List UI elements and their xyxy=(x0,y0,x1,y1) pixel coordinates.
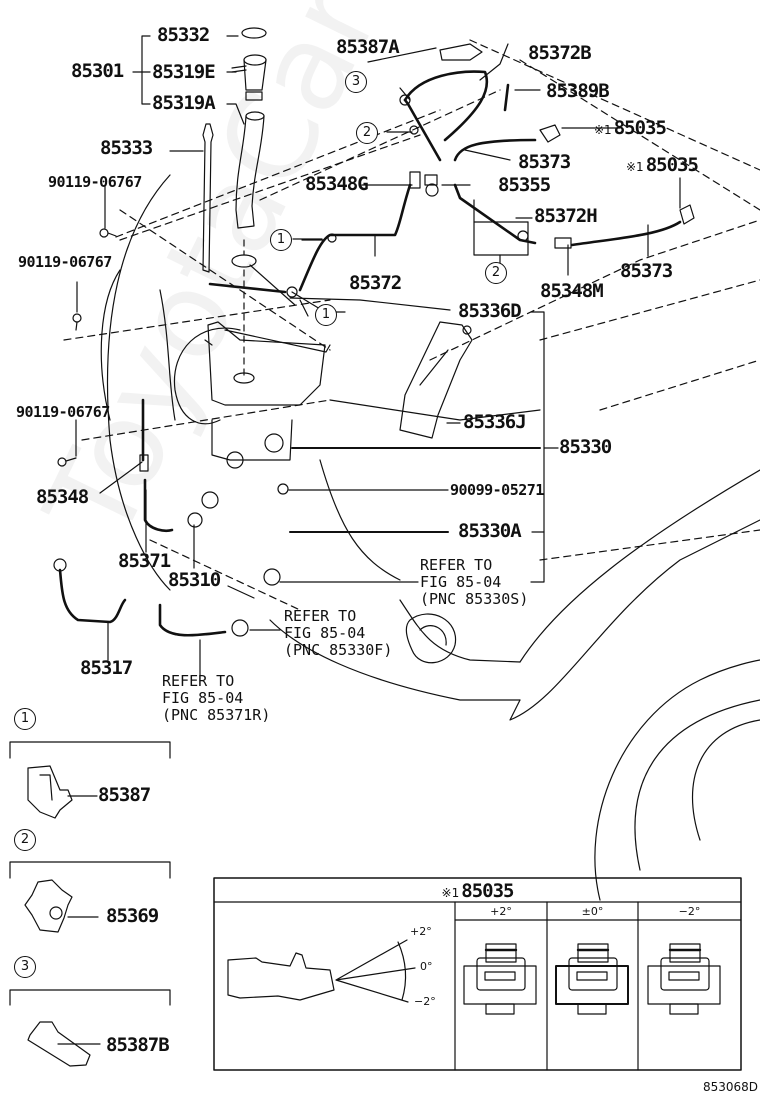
label-85301: 85301 xyxy=(71,60,124,82)
label-85336j: 85336J xyxy=(463,411,527,433)
note-mark: ※1 xyxy=(594,123,612,137)
label-85369: 85369 xyxy=(106,905,159,927)
angle-label-zero: 0° xyxy=(420,960,433,973)
callout-2-legend: 2 xyxy=(14,829,36,851)
figure-code: 853068D xyxy=(702,1080,758,1094)
connector-views xyxy=(463,943,721,1015)
callout-2-top: 2 xyxy=(356,122,378,144)
label-85372b: 85372B xyxy=(528,42,592,64)
nozzle-sketch xyxy=(227,939,416,1003)
note-mark: ※1 xyxy=(441,886,460,900)
ref-line: REFER TO xyxy=(420,556,493,574)
inset-column-minus2: −2° xyxy=(678,905,701,918)
reservoir-85330-shape xyxy=(204,321,331,469)
reference-note-85330f: REFER TO FIG 85-04 (PNC 85330F) xyxy=(284,608,392,659)
clip-85369-shape xyxy=(24,879,99,933)
label-85373-a: 85373 xyxy=(518,151,571,173)
body-outline xyxy=(100,174,760,901)
ref-line: (PNC 85330S) xyxy=(420,590,529,608)
label-85387: 85387 xyxy=(98,784,151,806)
label-85348: 85348 xyxy=(36,486,89,508)
ref-line: (PNC 85371R) xyxy=(162,706,271,724)
ref-line: REFER TO xyxy=(284,607,357,625)
label-85035-a-text: 85035 xyxy=(613,117,667,139)
label-bolt-90119-06767-b: 90119-06767 xyxy=(18,253,112,271)
reference-note-85330s: REFER TO FIG 85-04 (PNC 85330S) xyxy=(420,557,528,608)
label-85035-b-text: 85035 xyxy=(645,154,699,176)
ref-line: FIG 85-04 xyxy=(284,624,366,642)
reference-note-85371r: REFER TO FIG 85-04 (PNC 85371R) xyxy=(162,673,270,724)
callout-2-b: 2 xyxy=(485,262,507,284)
inset-title-text: 85035 xyxy=(461,880,514,902)
callout-3-top: 3 xyxy=(345,71,367,93)
label-85387b: 85387B xyxy=(106,1034,170,1056)
ref-line: (PNC 85330F) xyxy=(284,641,393,659)
ref-line: FIG 85-04 xyxy=(162,689,244,707)
label-85373-b: 85373 xyxy=(620,260,673,282)
duct-85336j-shape xyxy=(399,321,473,439)
label-85319e: 85319E xyxy=(152,61,216,83)
label-85310: 85310 xyxy=(168,569,221,591)
label-bolt-90119-06767-c: 90119-06767 xyxy=(16,403,110,421)
leader-lines xyxy=(99,43,681,676)
label-85333: 85333 xyxy=(100,137,153,159)
label-85332: 85332 xyxy=(157,24,210,46)
ref-line: FIG 85-04 xyxy=(420,573,502,591)
inset-column-plus2: +2° xyxy=(490,905,512,918)
label-85389b: 85389B xyxy=(546,80,610,102)
label-85319a: 85319A xyxy=(152,92,216,114)
angle-label-plus2: +2° xyxy=(410,925,432,938)
clip-85387-shape xyxy=(27,765,98,819)
inset-column-zero: ±0° xyxy=(581,905,604,918)
label-85372h: 85372H xyxy=(534,205,598,227)
label-85371: 85371 xyxy=(118,550,171,572)
dashed-guides xyxy=(63,39,760,611)
callout-1-legend: 1 xyxy=(14,708,36,730)
angle-label-minus2: −2° xyxy=(414,995,436,1008)
note-mark: ※1 xyxy=(626,160,644,174)
detail-brackets xyxy=(9,741,171,1006)
ref-line: REFER TO xyxy=(162,672,235,690)
bolt-shapes xyxy=(57,228,289,495)
inset-frame xyxy=(213,877,742,1071)
cap-85332-shape xyxy=(241,27,267,39)
label-85355: 85355 xyxy=(498,174,551,196)
callout-1-a: 1 xyxy=(270,229,292,251)
hose-85319a-shape xyxy=(235,111,265,229)
label-85348g: 85348G xyxy=(305,173,369,195)
label-85387a: 85387A xyxy=(336,36,400,58)
callout-3-legend: 3 xyxy=(14,956,36,978)
label-nut-90099-05271: 90099-05271 xyxy=(450,481,544,499)
dipstick-85333-shape xyxy=(169,123,214,273)
label-85317: 85317 xyxy=(80,657,133,679)
label-85348m: 85348M xyxy=(540,280,604,302)
label-85336d: 85336D xyxy=(458,300,522,322)
grommet-shape xyxy=(231,254,257,268)
callout-1-b: 1 xyxy=(315,304,337,326)
label-85330: 85330 xyxy=(559,436,612,458)
label-85330a: 85330A xyxy=(458,520,522,542)
label-bolt-90119-06767-a: 90119-06767 xyxy=(48,173,142,191)
clip-85387b-shape xyxy=(27,1021,101,1067)
label-85372: 85372 xyxy=(349,272,402,294)
inlet-85319e-shape xyxy=(231,54,267,101)
